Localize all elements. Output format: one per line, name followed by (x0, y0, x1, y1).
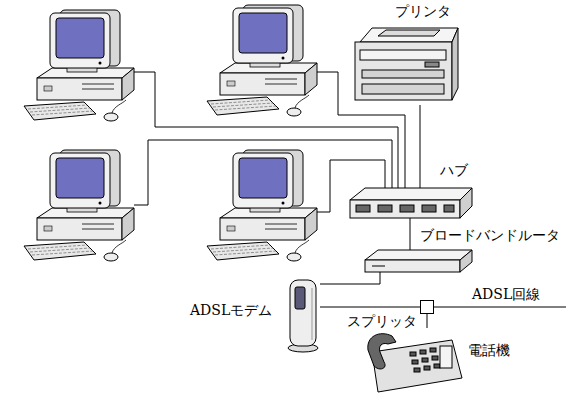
printer-icon: プリンタ (352, 25, 460, 105)
hub-icon: ハブ (350, 188, 472, 218)
line-label: ADSL回線 (472, 286, 540, 303)
cable (320, 272, 380, 284)
cable (410, 218, 411, 250)
device-label: ハブ (440, 162, 468, 179)
device-label: ADSLモデム (190, 302, 272, 319)
device-label: プリンタ (395, 3, 451, 20)
cable (320, 307, 420, 308)
device-label: ブロードバンドルータ (420, 227, 560, 244)
cable (420, 105, 421, 188)
device-label: スプリッタ (347, 313, 417, 330)
splitter-box: スプリッタ (420, 300, 434, 314)
device-label: 電話機 (468, 342, 510, 359)
modem-icon: ADSLモデム (288, 278, 320, 352)
telephone-icon: 電話機 (365, 328, 465, 396)
router-icon: ブロードバンドルータ (365, 250, 472, 272)
cable (427, 314, 428, 328)
